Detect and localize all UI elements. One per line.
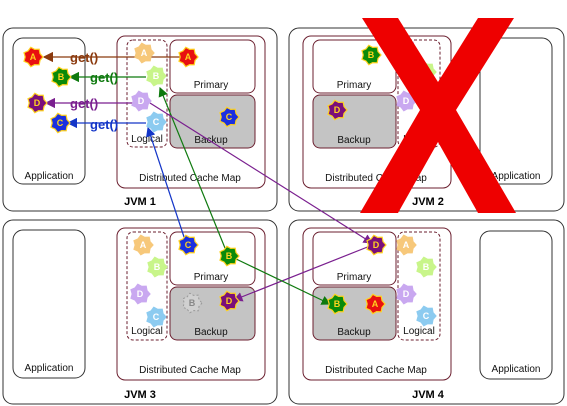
- blob-letter: C: [153, 312, 160, 322]
- backup-label: Backup: [337, 327, 371, 338]
- jvm-title: JVM 1: [124, 196, 156, 208]
- logical-label: Logical: [131, 326, 163, 337]
- blob-letter: A: [403, 240, 410, 250]
- blob-letter: D: [403, 289, 410, 299]
- blob-letter: D: [138, 96, 145, 106]
- blob-letter: A: [372, 299, 379, 309]
- failure-cross-icon: [360, 18, 516, 213]
- blob-letter: C: [226, 112, 233, 122]
- data-blob-c-light: C: [416, 305, 437, 327]
- primary-label: Primary: [337, 272, 371, 283]
- blob-letter: A: [140, 240, 147, 250]
- data-blob-d: D: [219, 290, 240, 312]
- application-box: [12, 229, 86, 379]
- data-blob-d: D: [366, 234, 387, 256]
- connector-arrows: [42, 51, 374, 305]
- data-blob-c: C: [178, 234, 199, 256]
- data-blob-a: A: [178, 46, 199, 68]
- route-arrow-d-lookup: [149, 102, 374, 244]
- blob-letter: A: [141, 48, 148, 58]
- blob-letter: B: [423, 262, 430, 272]
- blob-letter: B: [189, 298, 196, 308]
- primary-label: Primary: [337, 80, 371, 91]
- blob-letter: C: [153, 117, 160, 127]
- data-blob-a: A: [23, 46, 44, 68]
- data-blob-b-light: B: [147, 256, 168, 278]
- data-blob-b: B: [219, 245, 240, 267]
- data-blob-b: B: [361, 44, 382, 66]
- get-call-b-label: get(): [90, 70, 118, 85]
- blob-letter: D: [34, 98, 41, 108]
- backup-label: Backup: [194, 327, 228, 338]
- backup-box: [169, 94, 256, 149]
- get-call-c-label: get(): [90, 117, 118, 132]
- data-blob-a-light: A: [133, 234, 154, 256]
- cache-map-label: Distributed Cache Map: [139, 365, 241, 376]
- blob-letter: C: [185, 240, 192, 250]
- data-blob-d-light: D: [396, 283, 417, 305]
- data-blob-c-light: C: [146, 306, 167, 328]
- blob-letter: D: [334, 105, 341, 115]
- blob-letter: D: [403, 96, 410, 106]
- cache-map-label: Distributed Cache Map: [325, 365, 427, 376]
- route-arrow-d-backup: [232, 245, 371, 302]
- data-blob-d-light: D: [130, 283, 151, 305]
- blob-letter: B: [153, 71, 160, 81]
- backup-label: Backup: [337, 135, 371, 146]
- blob-letter: D: [373, 240, 380, 250]
- data-blob-b: B: [51, 66, 72, 88]
- get-call-d-label: get(): [70, 96, 98, 111]
- cache-map-label: Distributed Cache Map: [325, 173, 427, 184]
- jvm-title: JVM 3: [124, 389, 156, 401]
- data-blob-b: B: [327, 293, 348, 315]
- data-blob-d: D: [327, 99, 348, 121]
- data-blob-a: A: [365, 293, 386, 315]
- backup-label: Backup: [194, 135, 228, 146]
- data-blob-d-light: D: [131, 90, 152, 112]
- data-blob-d: D: [27, 92, 48, 114]
- blob-letter: B: [154, 262, 161, 272]
- blob-letter: B: [334, 299, 341, 309]
- route-arrow-b: [158, 86, 228, 254]
- data-blob-b-light: B: [416, 256, 437, 278]
- application-label: Application: [25, 363, 74, 374]
- application-box: [479, 230, 553, 380]
- blob-letter: C: [423, 311, 430, 321]
- jvm-title: JVM 2: [412, 196, 444, 208]
- blob-letter: B: [226, 251, 233, 261]
- logical-label: Logical: [131, 134, 163, 145]
- route-arrow-b-backup: [233, 257, 332, 305]
- blob-letter: B: [58, 72, 65, 82]
- blob-letter: D: [226, 296, 233, 306]
- route-arrow-c: [146, 126, 187, 244]
- data-blob-a-light: A: [134, 42, 155, 64]
- data-blob-c-light: C: [146, 111, 167, 133]
- application-box: [479, 37, 553, 185]
- data-blob-a-light: A: [396, 234, 417, 256]
- logical-label: Logical: [403, 326, 435, 337]
- cache-map-label: Distributed Cache Map: [139, 173, 241, 184]
- blob-letter: D: [137, 289, 144, 299]
- application-label: Application: [492, 364, 541, 375]
- get-labels: get() get() get() get(): [70, 50, 118, 132]
- primary-label: Primary: [194, 80, 228, 91]
- blob-letter: A: [30, 52, 37, 62]
- data-blob-b-light: B: [146, 65, 167, 87]
- data-blob-c: C: [219, 106, 240, 128]
- application-label: Application: [25, 171, 74, 182]
- data-blob-b-lost: B: [182, 292, 203, 314]
- get-call-a-label: get(): [70, 50, 98, 65]
- primary-label: Primary: [194, 272, 228, 283]
- blob-letter: A: [185, 52, 192, 62]
- application-label: Application: [492, 171, 541, 182]
- blob-letter: C: [57, 118, 64, 128]
- data-blob-c: C: [50, 112, 71, 134]
- jvm-title: JVM 4: [412, 389, 445, 401]
- blob-letter: B: [368, 50, 375, 60]
